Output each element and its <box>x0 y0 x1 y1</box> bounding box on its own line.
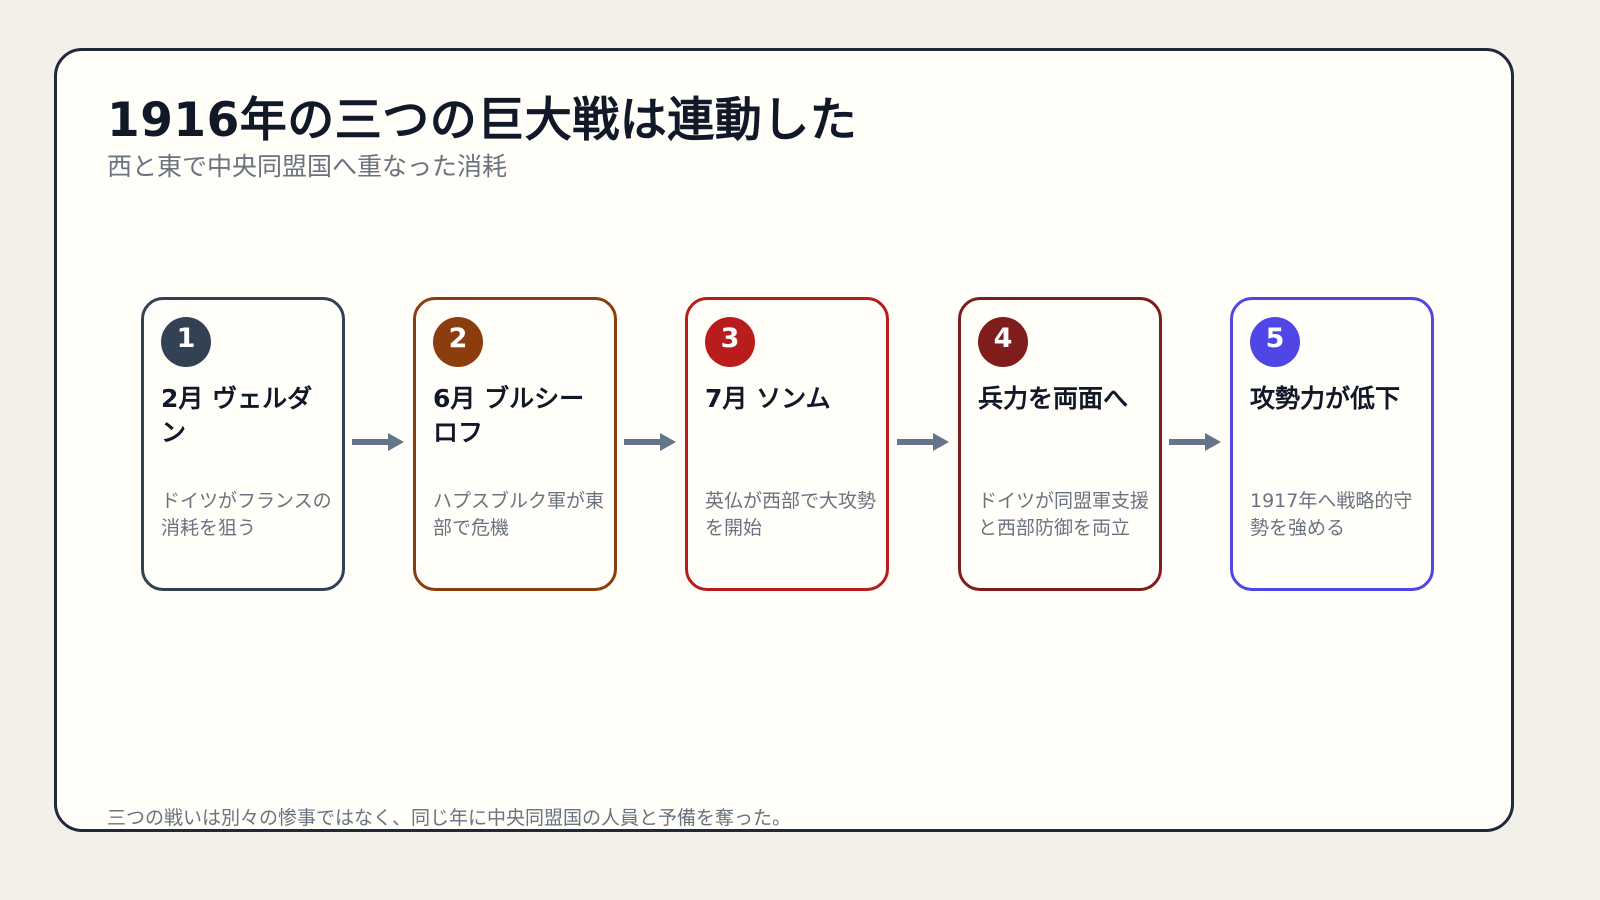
arrow-right-icon <box>624 433 676 451</box>
arrow-right-icon <box>897 433 949 451</box>
step-title: 6月 ブルシーロフ <box>433 384 585 447</box>
page-subtitle: 西と東で中央同盟国へ重なった消耗 <box>107 152 508 181</box>
step-description: 英仏が西部で大攻勢を開始 <box>705 490 877 539</box>
step-title: 兵力を両面へ <box>978 384 1129 413</box>
step-description: 1917年へ戦略的守勢を強める <box>1250 490 1413 539</box>
slide-frame: 1916年の三つの巨大戦は連動した 西と東で中央同盟国へ重なった消耗 1 2月 … <box>54 48 1514 832</box>
step-description: ハプスブルク軍が東部で危機 <box>433 490 605 539</box>
page-title: 1916年の三つの巨大戦は連動した <box>107 93 858 148</box>
step-title: 攻勢力が低下 <box>1250 384 1401 413</box>
step-number-badge: 1 <box>161 317 211 367</box>
step-card-1: 1 2月 ヴェルダン ドイツがフランスの消耗を狙う <box>141 297 345 591</box>
footer-note: 三つの戦いは別々の惨事ではなく、同じ年に中央同盟国の人員と予備を奪った。 <box>107 807 792 829</box>
arrow-right-icon <box>1169 433 1221 451</box>
step-card-3: 3 7月 ソンム 英仏が西部で大攻勢を開始 <box>685 297 889 591</box>
step-title: 7月 ソンム <box>705 384 831 413</box>
step-number-badge: 4 <box>978 317 1028 367</box>
step-description: ドイツがフランスの消耗を狙う <box>161 490 332 539</box>
step-title: 2月 ヴェルダン <box>161 384 313 447</box>
step-number-badge: 5 <box>1250 317 1300 367</box>
step-card-2: 2 6月 ブルシーロフ ハプスブルク軍が東部で危機 <box>413 297 617 591</box>
step-number-badge: 3 <box>705 317 755 367</box>
arrow-right-icon <box>352 433 404 451</box>
step-card-5: 5 攻勢力が低下 1917年へ戦略的守勢を強める <box>1230 297 1434 591</box>
step-description: ドイツが同盟軍支援と西部防御を両立 <box>978 490 1150 539</box>
step-number-badge: 2 <box>433 317 483 367</box>
step-card-4: 4 兵力を両面へ ドイツが同盟軍支援と西部防御を両立 <box>958 297 1162 591</box>
